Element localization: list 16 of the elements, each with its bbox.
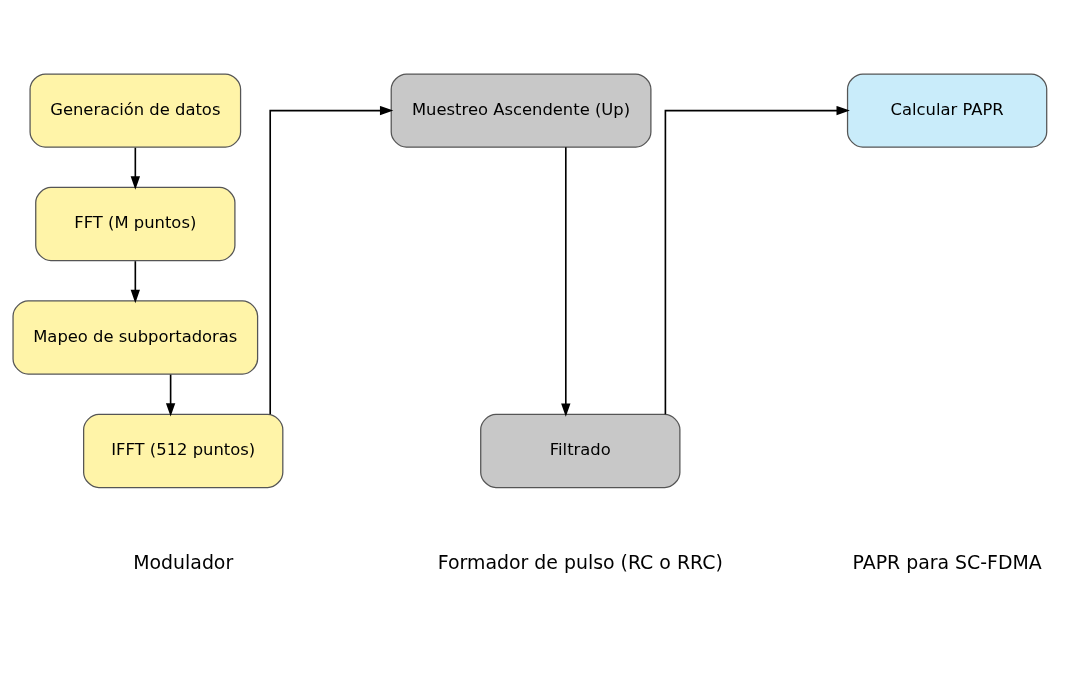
- node-box: Filtrado: [480, 413, 681, 489]
- arrow: [561, 146, 571, 417]
- node-box: Generación de datos: [29, 73, 242, 148]
- arrow: [269, 105, 394, 416]
- arrow: [664, 105, 850, 416]
- arrow: [165, 373, 176, 417]
- label: PAPR para SC-FDMA: [852, 550, 1042, 573]
- arrow: [130, 260, 140, 304]
- node-box: Calcular PAPR: [846, 73, 1048, 148]
- arrow: [130, 146, 140, 190]
- label: Formador de pulso (RC o RRC): [437, 550, 723, 573]
- node-box: IFFT (512 puntos): [83, 413, 284, 489]
- label: Modulador: [133, 550, 234, 573]
- node-box: Mapeo de subportadoras: [12, 300, 259, 375]
- node-box: FFT (M puntos): [35, 186, 236, 262]
- node-box: Muestreo Ascendente (Up): [390, 73, 652, 148]
